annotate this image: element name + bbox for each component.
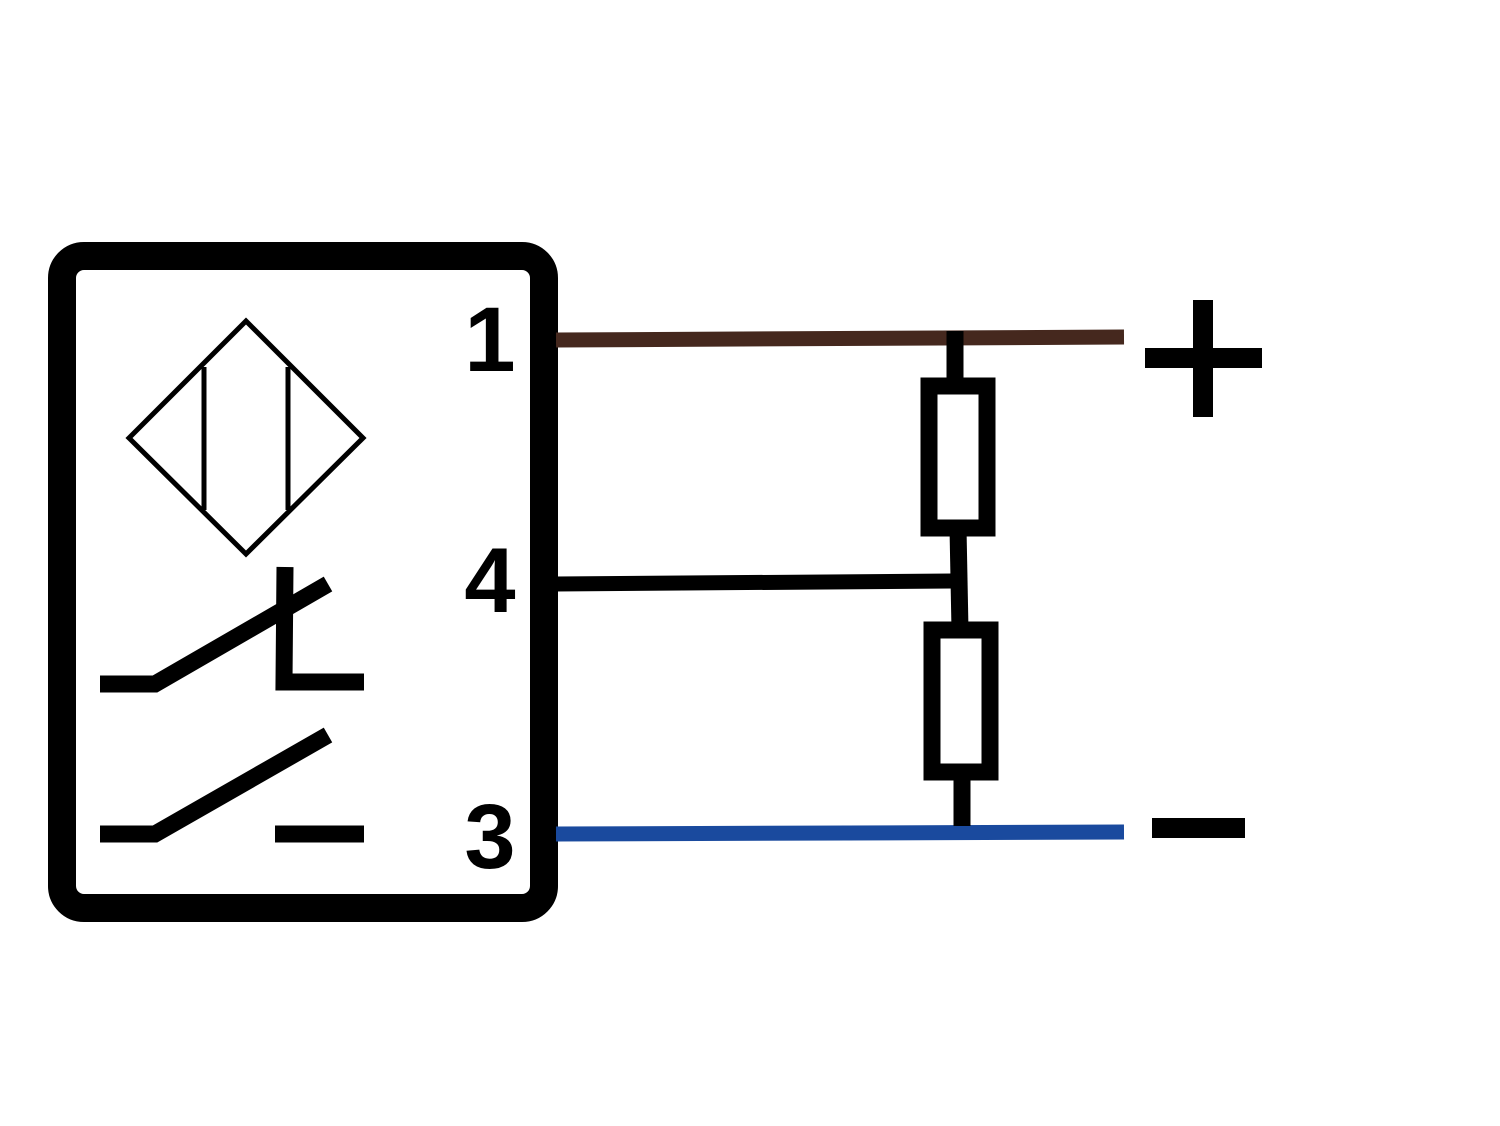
- nc-contact-icon: [100, 566, 364, 693]
- no-contact-icon: [100, 727, 364, 843]
- sensor-housing: [48, 242, 558, 922]
- resistor-icon: [920, 377, 996, 537]
- pin-1-label: 1: [464, 289, 515, 391]
- wire-black-pin-4: [555, 573, 953, 592]
- inductive-sensor-icon: [125, 317, 367, 558]
- resistor-icon: [923, 621, 999, 781]
- wire-blue-pin-3: [555, 824, 1125, 842]
- pin-3-label: 3: [464, 786, 515, 888]
- resistor-network: [920, 331, 999, 826]
- positive-terminal-plus-icon: [1145, 300, 1262, 417]
- pin-4-label: 4: [464, 530, 515, 632]
- wire-brown-pin-1: [555, 329, 1125, 348]
